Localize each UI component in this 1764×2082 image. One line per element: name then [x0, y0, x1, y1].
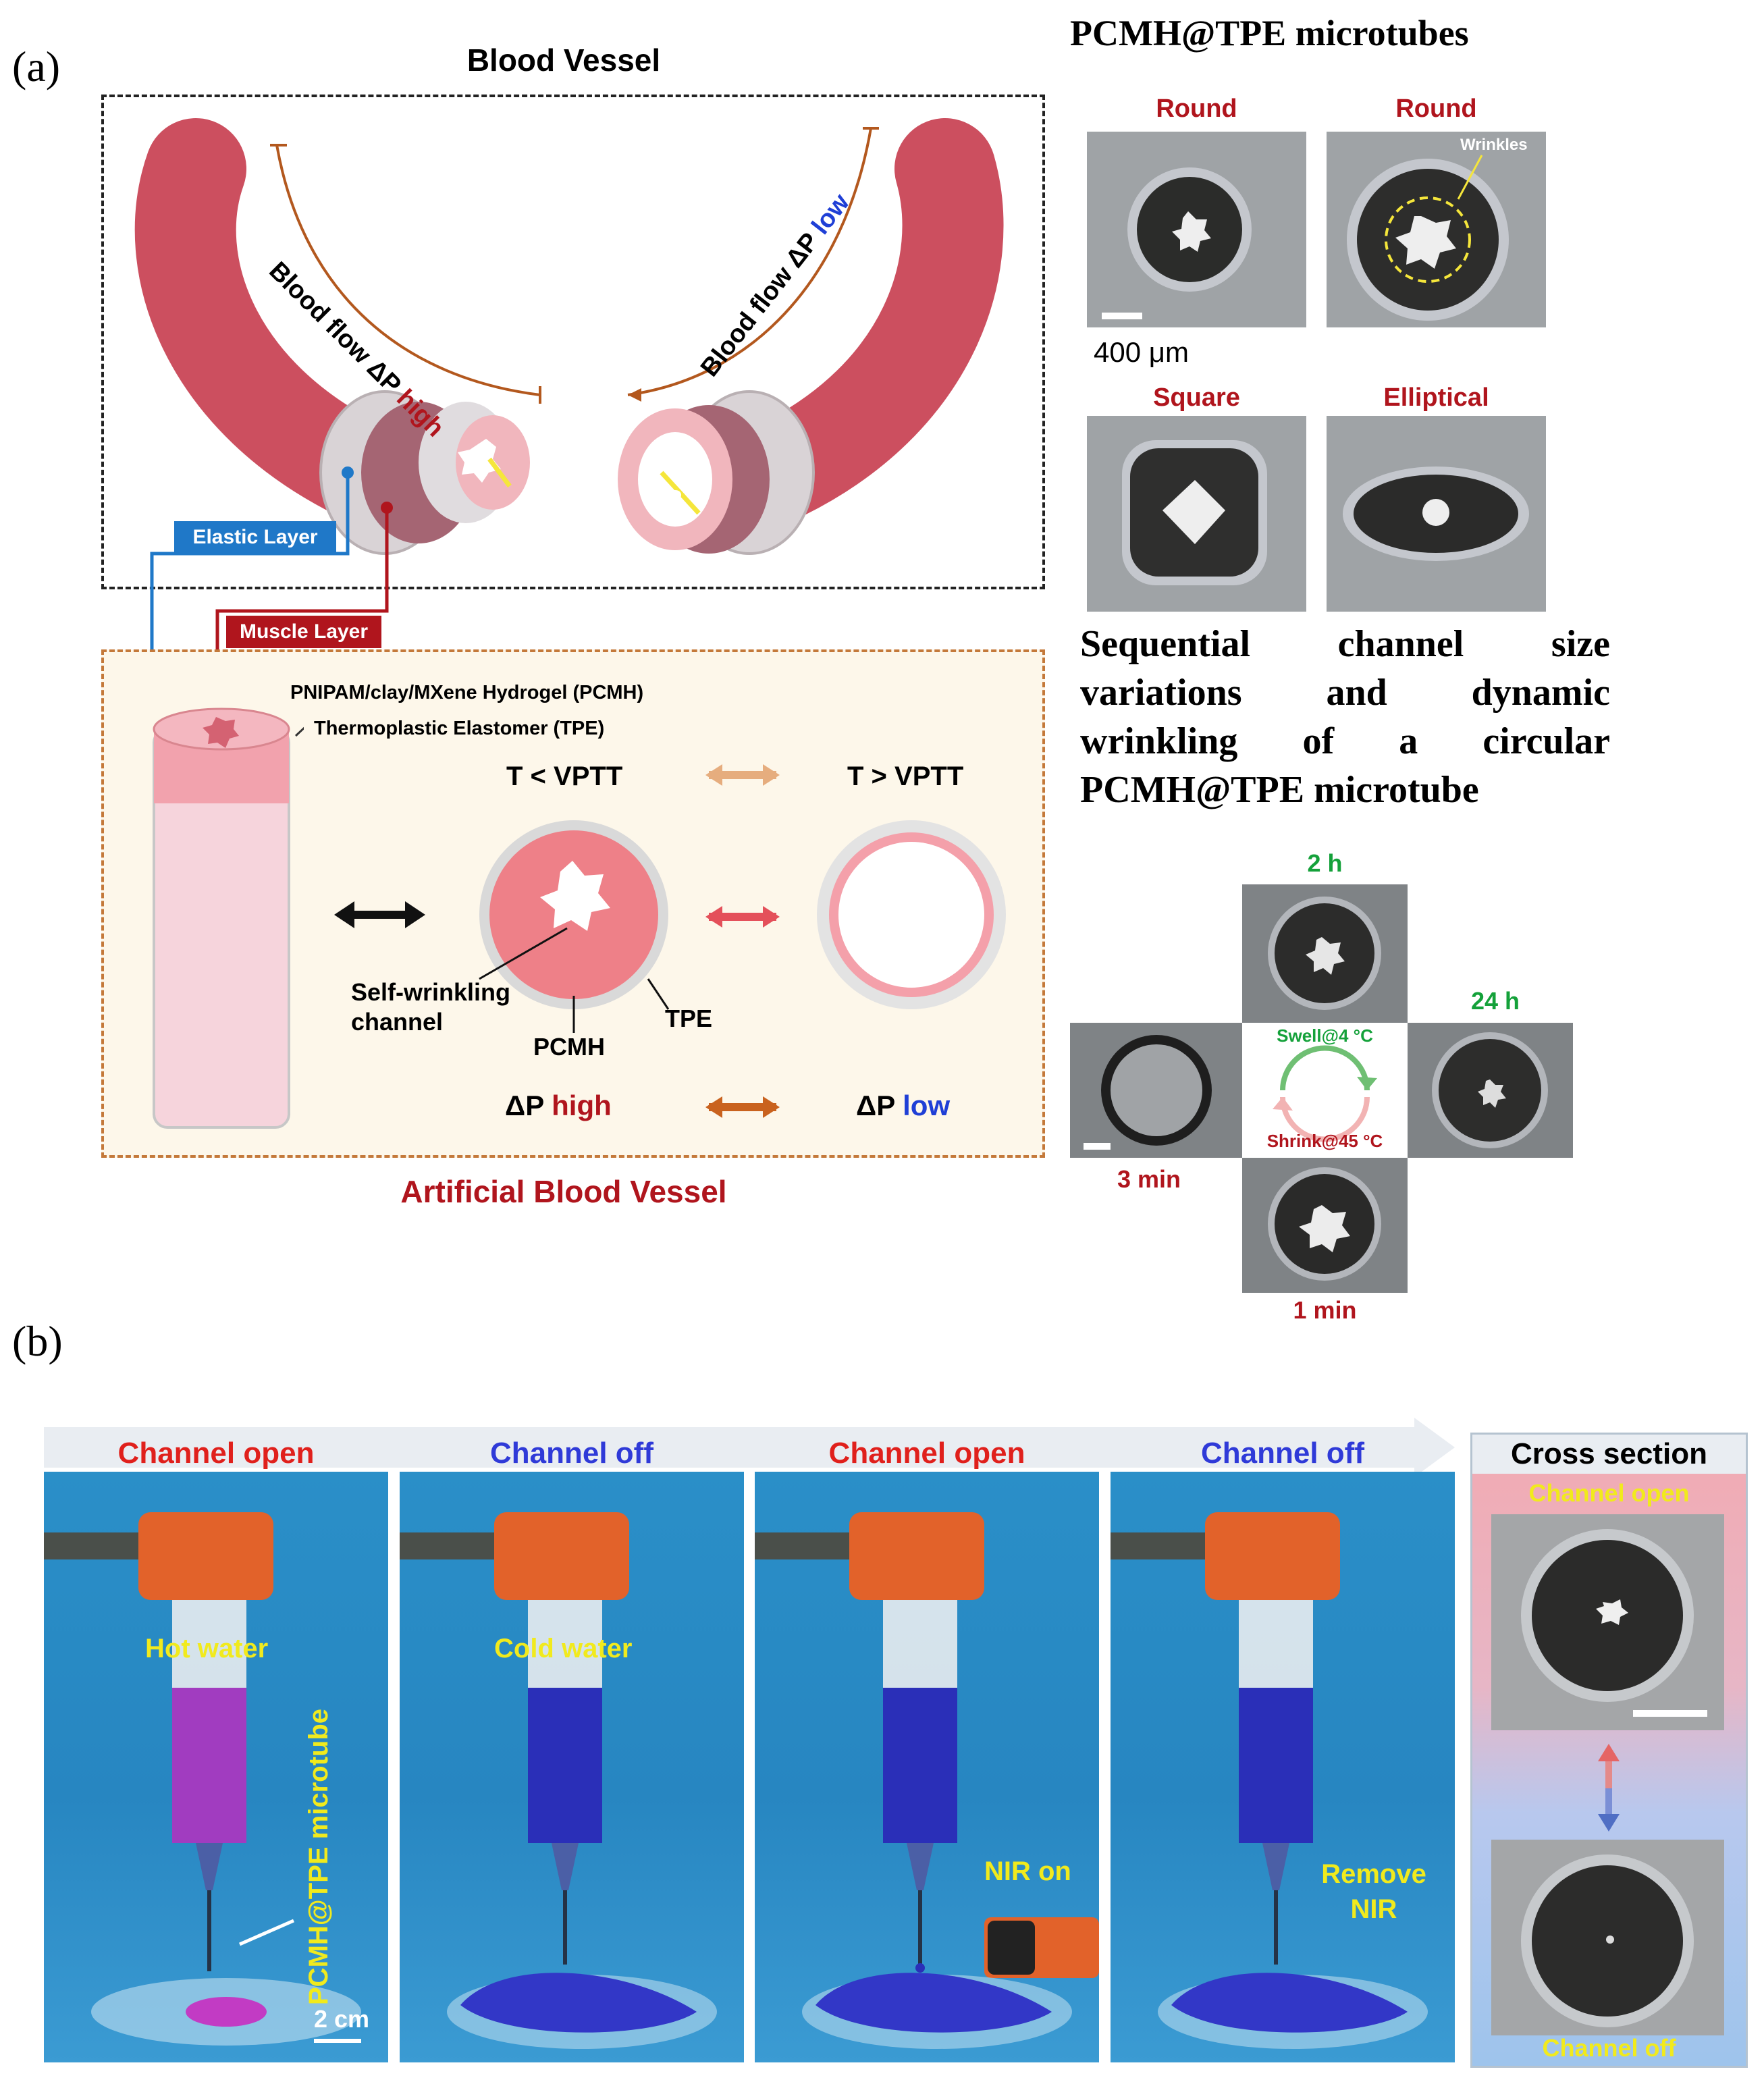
image-3min [1070, 1023, 1242, 1158]
blood-vessel-title: Blood Vessel [466, 43, 661, 78]
remove-nir-line2: NIR [1350, 1894, 1397, 1924]
dp-high-word: high [552, 1090, 612, 1121]
dp-low-prefix: ΔP [856, 1090, 903, 1121]
nir-on-label: NIR on [984, 1857, 1071, 1886]
cs-open-image [1491, 1514, 1724, 1730]
caption-line-2: variations and dynamic [1080, 672, 1610, 714]
time-arrow [44, 1418, 1455, 1477]
photo-nir-on: NIR on [755, 1472, 1099, 2062]
cs-off-label: Channel off [1542, 2034, 1676, 2062]
square-image [1087, 416, 1306, 612]
tpe-short-label: TPE [665, 1005, 713, 1032]
panel-b-label: (b) [12, 1317, 63, 1365]
time-1min-label: 1 min [1293, 1296, 1357, 1324]
photo-cold-water: Cold water [400, 1472, 744, 2062]
microtube-label: PCMH@TPE microtube [304, 1708, 333, 2005]
scale-2cm-bar [314, 2039, 361, 2043]
remove-nir-label: Remove NIR [1306, 1857, 1441, 1927]
image-1min [1242, 1158, 1408, 1293]
time-3min-label: 3 min [1117, 1165, 1181, 1193]
header-1: Channel open [44, 1437, 388, 1470]
hydrogel-label: PNIPAM/clay/MXene Hydrogel (PCMH) [290, 682, 644, 703]
header-3: Channel open [755, 1437, 1099, 1470]
state-illustration [334, 764, 1006, 1118]
scale-2cm-label: 2 cm [314, 2005, 370, 2033]
caption-line-1: Sequential channel size [1080, 623, 1610, 665]
radius-label: R [665, 485, 683, 512]
microtubes-title: PCMH@TPE microtubes [1070, 13, 1469, 53]
artificial-vessel-title: Artificial Blood Vessel [400, 1174, 727, 1209]
dp-high-prefix: ΔP [505, 1090, 552, 1121]
blood-vessel-box [101, 95, 1045, 589]
image-2h [1242, 884, 1408, 1023]
swell-label: Swell@4 °C [1277, 1025, 1373, 1046]
cycle-center: Swell@4 °C Shrink@45 °C [1242, 1023, 1408, 1158]
header-2-text: Channel off [490, 1437, 653, 1470]
t-above-label: T > VPTT [847, 762, 964, 791]
shape-round-2: Round [1395, 95, 1477, 123]
dp-low-label: ΔP low [856, 1090, 950, 1122]
photo-remove-nir: Remove NIR [1111, 1472, 1455, 2062]
dp-high-label: ΔP high [505, 1090, 612, 1122]
scale-bar [1102, 313, 1142, 319]
header-3-text: Channel open [828, 1437, 1025, 1470]
cs-scale-bar [1633, 1710, 1707, 1717]
hot-water-label: Hot water [145, 1634, 269, 1663]
header-1-text: Channel open [117, 1437, 315, 1470]
header-4: Channel off [1111, 1437, 1455, 1470]
cross-section-title: Cross section [1472, 1435, 1746, 1474]
scale-bar-small [1084, 1143, 1111, 1150]
round-small-image [1087, 132, 1306, 327]
scale-400-label: 400 μm [1094, 336, 1189, 368]
remove-nir-line1: Remove [1321, 1859, 1426, 1889]
time-24h-label: 24 h [1470, 987, 1520, 1015]
tpe-label: Thermoplastic Elastomer (TPE) [314, 718, 605, 739]
header-2: Channel off [400, 1437, 744, 1470]
header-4-text: Channel off [1201, 1437, 1364, 1470]
t-below-label: T < VPTT [506, 762, 623, 791]
tube-illustration [153, 708, 304, 1129]
shape-round-1: Round [1156, 95, 1237, 123]
caption-line-3: wrinkling of a circular [1080, 720, 1610, 762]
time-2h-label: 2 h [1307, 849, 1343, 877]
shrink-label: Shrink@45 °C [1266, 1131, 1383, 1151]
self-wrinkling-line1: Self-wrinkling [351, 978, 511, 1006]
self-wrinkling-line2: channel [351, 1008, 444, 1036]
panel-a-label: (a) [12, 43, 61, 90]
self-wrinkling-label: Self-wrinkling channel [351, 978, 510, 1037]
wrinkles-label: Wrinkles [1460, 136, 1528, 154]
round-wrinkled-image: Wrinkles [1327, 132, 1546, 327]
shape-square: Square [1153, 383, 1240, 412]
cross-section-panel: Cross section Channel open Channel off [1470, 1433, 1748, 2068]
dp-low-word: low [903, 1090, 951, 1121]
caption-line-4: PCMH@TPE microtube [1080, 769, 1479, 811]
image-24h [1408, 1023, 1573, 1158]
shape-elliptical: Elliptical [1383, 383, 1489, 412]
cs-switch-arrow [1598, 1744, 1620, 1832]
elliptical-image [1327, 416, 1546, 612]
cs-off-image [1491, 1840, 1724, 2035]
pcmh-label: PCMH [533, 1033, 605, 1061]
elastic-layer-tag: Elastic Layer [174, 521, 336, 554]
sequence-caption: Sequential channel size variations and d… [1080, 620, 1610, 814]
cs-open-label: Channel open [1528, 1479, 1690, 1507]
muscle-layer-tag: Muscle Layer [226, 616, 381, 648]
cold-water-label: Cold water [494, 1634, 633, 1663]
photo-hot-water: Hot water PCMH@TPE microtube 2 cm [44, 1472, 388, 2062]
